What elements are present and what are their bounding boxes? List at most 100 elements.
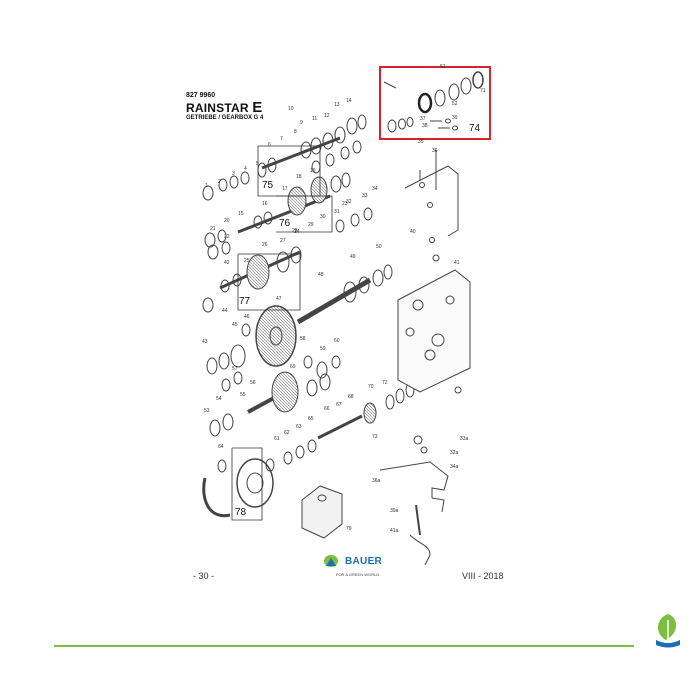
part-label: 51 (440, 64, 446, 70)
part-label: 13 (334, 102, 340, 108)
part-label: 41a (390, 528, 399, 534)
group-label-78: 78 (235, 507, 247, 518)
part-label: 36 (432, 148, 438, 154)
title-letter: E (252, 99, 263, 116)
part-label: 46 (244, 314, 250, 320)
part-label: 73 (372, 434, 378, 440)
part-number: 827 9960 (186, 92, 216, 99)
part-label: 54 (216, 396, 222, 402)
part-label: 44 (222, 308, 228, 314)
part-label: 55 (240, 392, 246, 398)
part-label: 31 (334, 209, 340, 215)
part-label: 63 (296, 424, 302, 430)
part-label: 72 (382, 380, 388, 386)
part-label: 7 (280, 136, 283, 142)
part-label: 17 (282, 186, 288, 192)
revision-date: VIII - 2018 (462, 571, 504, 581)
part-label: 39 (452, 115, 458, 121)
bauer-logo-icon (324, 555, 338, 567)
part-label: 11 (312, 116, 317, 122)
part-label: 38 (422, 123, 428, 129)
part-label: 57 (232, 366, 238, 372)
part-label: 33 (362, 193, 368, 199)
part-label: 32 (346, 199, 352, 205)
part-label: 68 (348, 394, 354, 400)
part-label: 18 (296, 174, 302, 180)
part-label: 71 (480, 88, 486, 94)
part-label: 79 (346, 526, 352, 532)
part-label: 69 (290, 364, 296, 370)
part-label: 26 (262, 242, 268, 248)
part-label: 28 (292, 228, 298, 234)
part-label: 25 (244, 258, 250, 264)
part-label: 34 (372, 186, 378, 192)
part-label: 20 (224, 218, 230, 224)
part-label: 53 (204, 408, 210, 414)
part-label: 58 (300, 336, 306, 342)
brand-tagline: FOR A GREEN WORLD (336, 572, 380, 577)
part-label: 15 (238, 211, 244, 217)
part-label: 34a (450, 464, 459, 470)
group-label-76: 76 (279, 218, 291, 229)
part-label: 56 (250, 380, 256, 386)
part-label: 33a (460, 436, 469, 442)
part-label: 16 (262, 201, 268, 207)
part-label: 39a (390, 508, 399, 514)
part-label: 52 (452, 101, 458, 107)
highlight-box (379, 66, 491, 140)
part-label: 70 (368, 384, 374, 390)
part-label: 12 (324, 113, 330, 119)
part-label: 67 (336, 402, 342, 408)
part-79-housing (301, 485, 343, 539)
part-label: 35 (418, 139, 424, 145)
part-label: 2 (218, 179, 221, 185)
part-label: 10 (288, 106, 294, 112)
part-label: 29 (308, 222, 314, 228)
part-label: 41 (454, 260, 460, 266)
part-label: 59 (320, 346, 326, 352)
part-label: 37 (420, 116, 426, 122)
part-label: 40 (410, 229, 416, 235)
part-label: 8 (294, 129, 297, 135)
part-label: 62 (284, 430, 290, 436)
part-label: 65 (308, 416, 314, 422)
title-main: RAINSTAR (186, 101, 249, 115)
catalog-subtitle: GETRIEBE / GEARBOX G 4 (186, 115, 264, 121)
part-label: 42 (224, 260, 230, 266)
lever-assembly (379, 182, 462, 566)
part-label: 32a (450, 450, 459, 456)
part-label: 6 (268, 142, 271, 148)
part-label: 9 (300, 120, 303, 126)
part-label: 22 (224, 234, 230, 240)
part-number-labels: 1 2 3 4 5 6 7 8 9 10 11 12 13 14 15 16 1… (202, 64, 486, 534)
group-label-77: 77 (239, 296, 251, 307)
part-label: 49 (350, 254, 356, 260)
brand-name: BAUER (345, 556, 383, 567)
gearbox-housing (397, 150, 471, 393)
part-label: 19 (310, 168, 316, 174)
part-label: 24 (294, 229, 300, 235)
part-label: 66 (324, 406, 330, 412)
part-label: 27 (280, 238, 286, 244)
group-label-74: 74 (469, 123, 481, 134)
group-label-75: 75 (262, 180, 274, 191)
part-label: 21 (210, 226, 216, 232)
part-label: 36a (372, 478, 381, 484)
catalog-title: RAINSTAR E (186, 99, 262, 116)
part-label: 64 (218, 444, 224, 450)
part-label: 45 (232, 322, 238, 328)
part-label: 1 (205, 183, 208, 189)
part-label: 43 (202, 339, 208, 345)
footer-divider (54, 645, 634, 647)
part-label: 23 (342, 201, 348, 207)
part-label: 48 (318, 272, 324, 278)
part-label: 60 (334, 338, 340, 344)
part-label: 30 (320, 214, 326, 220)
part-label: 14 (346, 98, 352, 104)
part-label: 4 (244, 166, 247, 172)
part-label: 3 (232, 171, 235, 177)
group-frames (231, 145, 333, 521)
page-number: - 30 - (193, 571, 215, 581)
